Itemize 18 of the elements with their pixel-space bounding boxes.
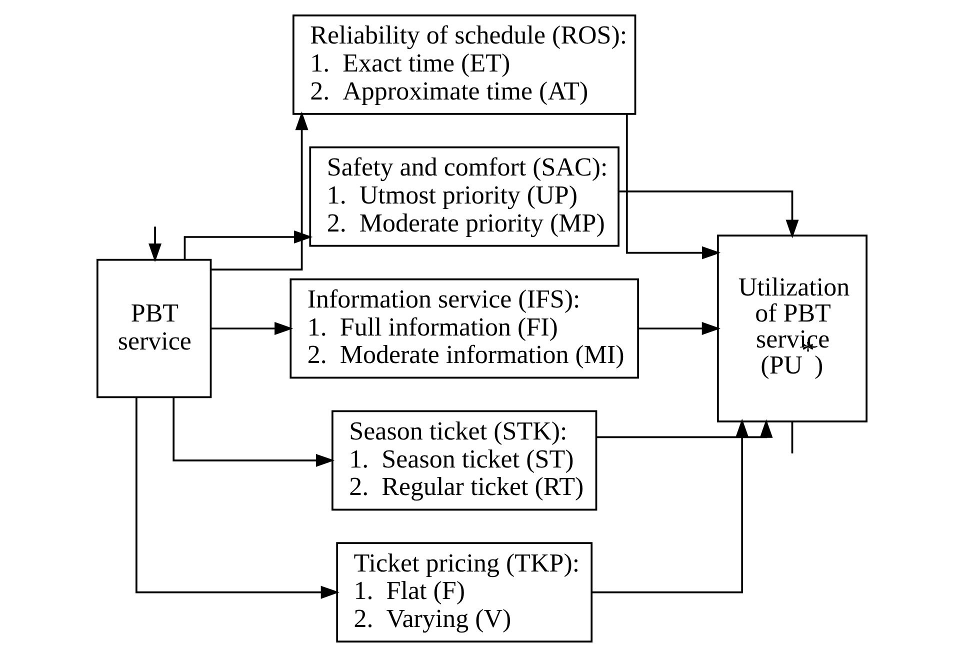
arrow	[626, 114, 721, 260]
node-box: Safety and comfort (SAC): 1. Utmost priority (UP) 2. Moderate priority (MP)	[309, 146, 620, 247]
arrow	[592, 418, 749, 594]
node-box: Ticket pricing (TKP): 1. Flat (F) 2. Varying (V)	[336, 542, 593, 642]
node-box: Information service (IFS): 1. Full information (FI) 2. Moderate information (MI)	[290, 278, 639, 379]
arrow	[211, 322, 294, 336]
arrow	[638, 322, 720, 336]
arrow	[136, 398, 340, 599]
arrow	[148, 226, 162, 262]
arrow	[210, 111, 308, 270]
arrow	[618, 190, 799, 238]
node-box: Season ticket (STK): 1. Season ticket (ST) 2. Regular ticket (RT)	[332, 410, 598, 511]
node-box: PBT service	[96, 258, 212, 398]
node-box: Reliability of schedule (ROS): 1. Exact time (ET) 2. Approximate time (AT)	[292, 14, 636, 115]
connector	[791, 422, 794, 454]
arrow	[596, 419, 773, 438]
arrow	[172, 398, 335, 467]
arrow	[184, 230, 313, 260]
